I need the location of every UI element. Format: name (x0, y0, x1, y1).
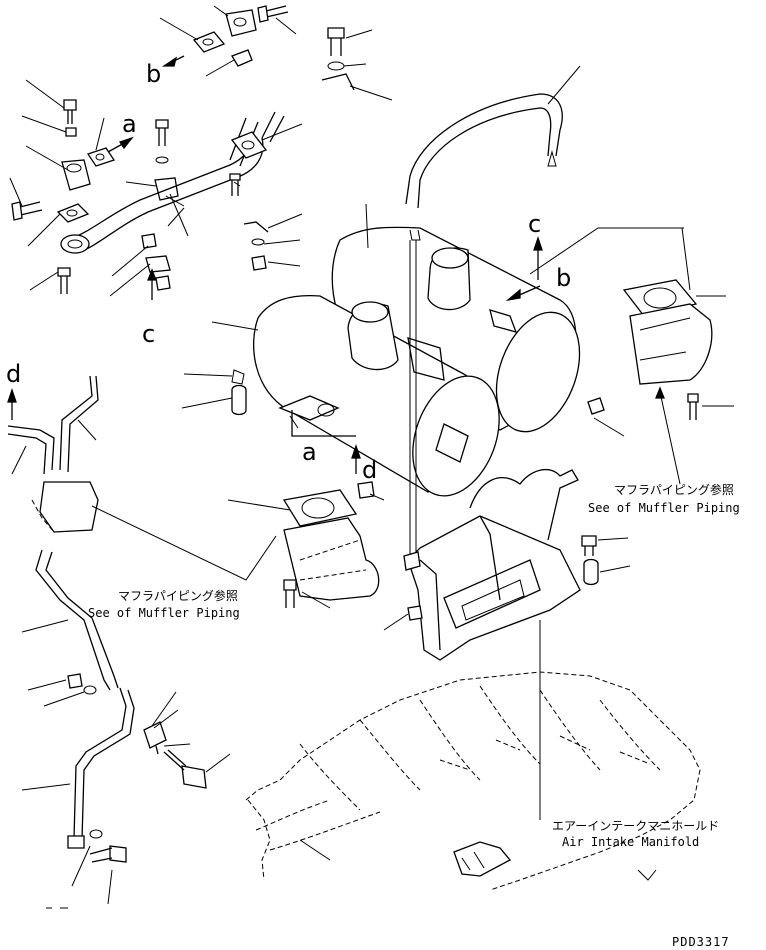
exhaust-pipe-assembly (9, 5, 393, 300)
manifold-note-jp: エアーインテークマニホールド (552, 819, 719, 833)
callout-b-right: b (556, 264, 571, 292)
muffler-ref-note-jp-left: マフラパイピング参照 (118, 588, 238, 603)
drawing-code: PDD3317 (672, 935, 730, 949)
muffler-ref-note-jp-right: マフラパイピング参照 (614, 482, 734, 497)
callout-c-left: c (142, 320, 155, 348)
muffler-mount-frame (383, 468, 631, 820)
muffler-assembly (181, 65, 734, 560)
manifold-note-en: Air Intake Manifold (562, 835, 699, 849)
breather-tube-assembly (21, 673, 231, 909)
callout-a-top: a (122, 110, 137, 138)
callout-c-right: c (528, 210, 541, 238)
callout-b-top: b (146, 60, 161, 88)
callout-d-left: d (6, 360, 21, 388)
center-elbow-assembly (227, 410, 385, 609)
muffler-ref-leader-left (91, 505, 277, 581)
muffler-ref-note-en-right: See of Muffler Piping (588, 501, 740, 515)
callout-a-center: a (302, 438, 317, 466)
muffler-ref-leader-right (659, 391, 681, 485)
air-intake-manifold (245, 671, 701, 891)
left-tailpipe-assembly (7, 375, 119, 691)
callout-d-center: d (362, 456, 377, 484)
muffler-ref-note-en-left: See of Muffler Piping (88, 606, 240, 620)
